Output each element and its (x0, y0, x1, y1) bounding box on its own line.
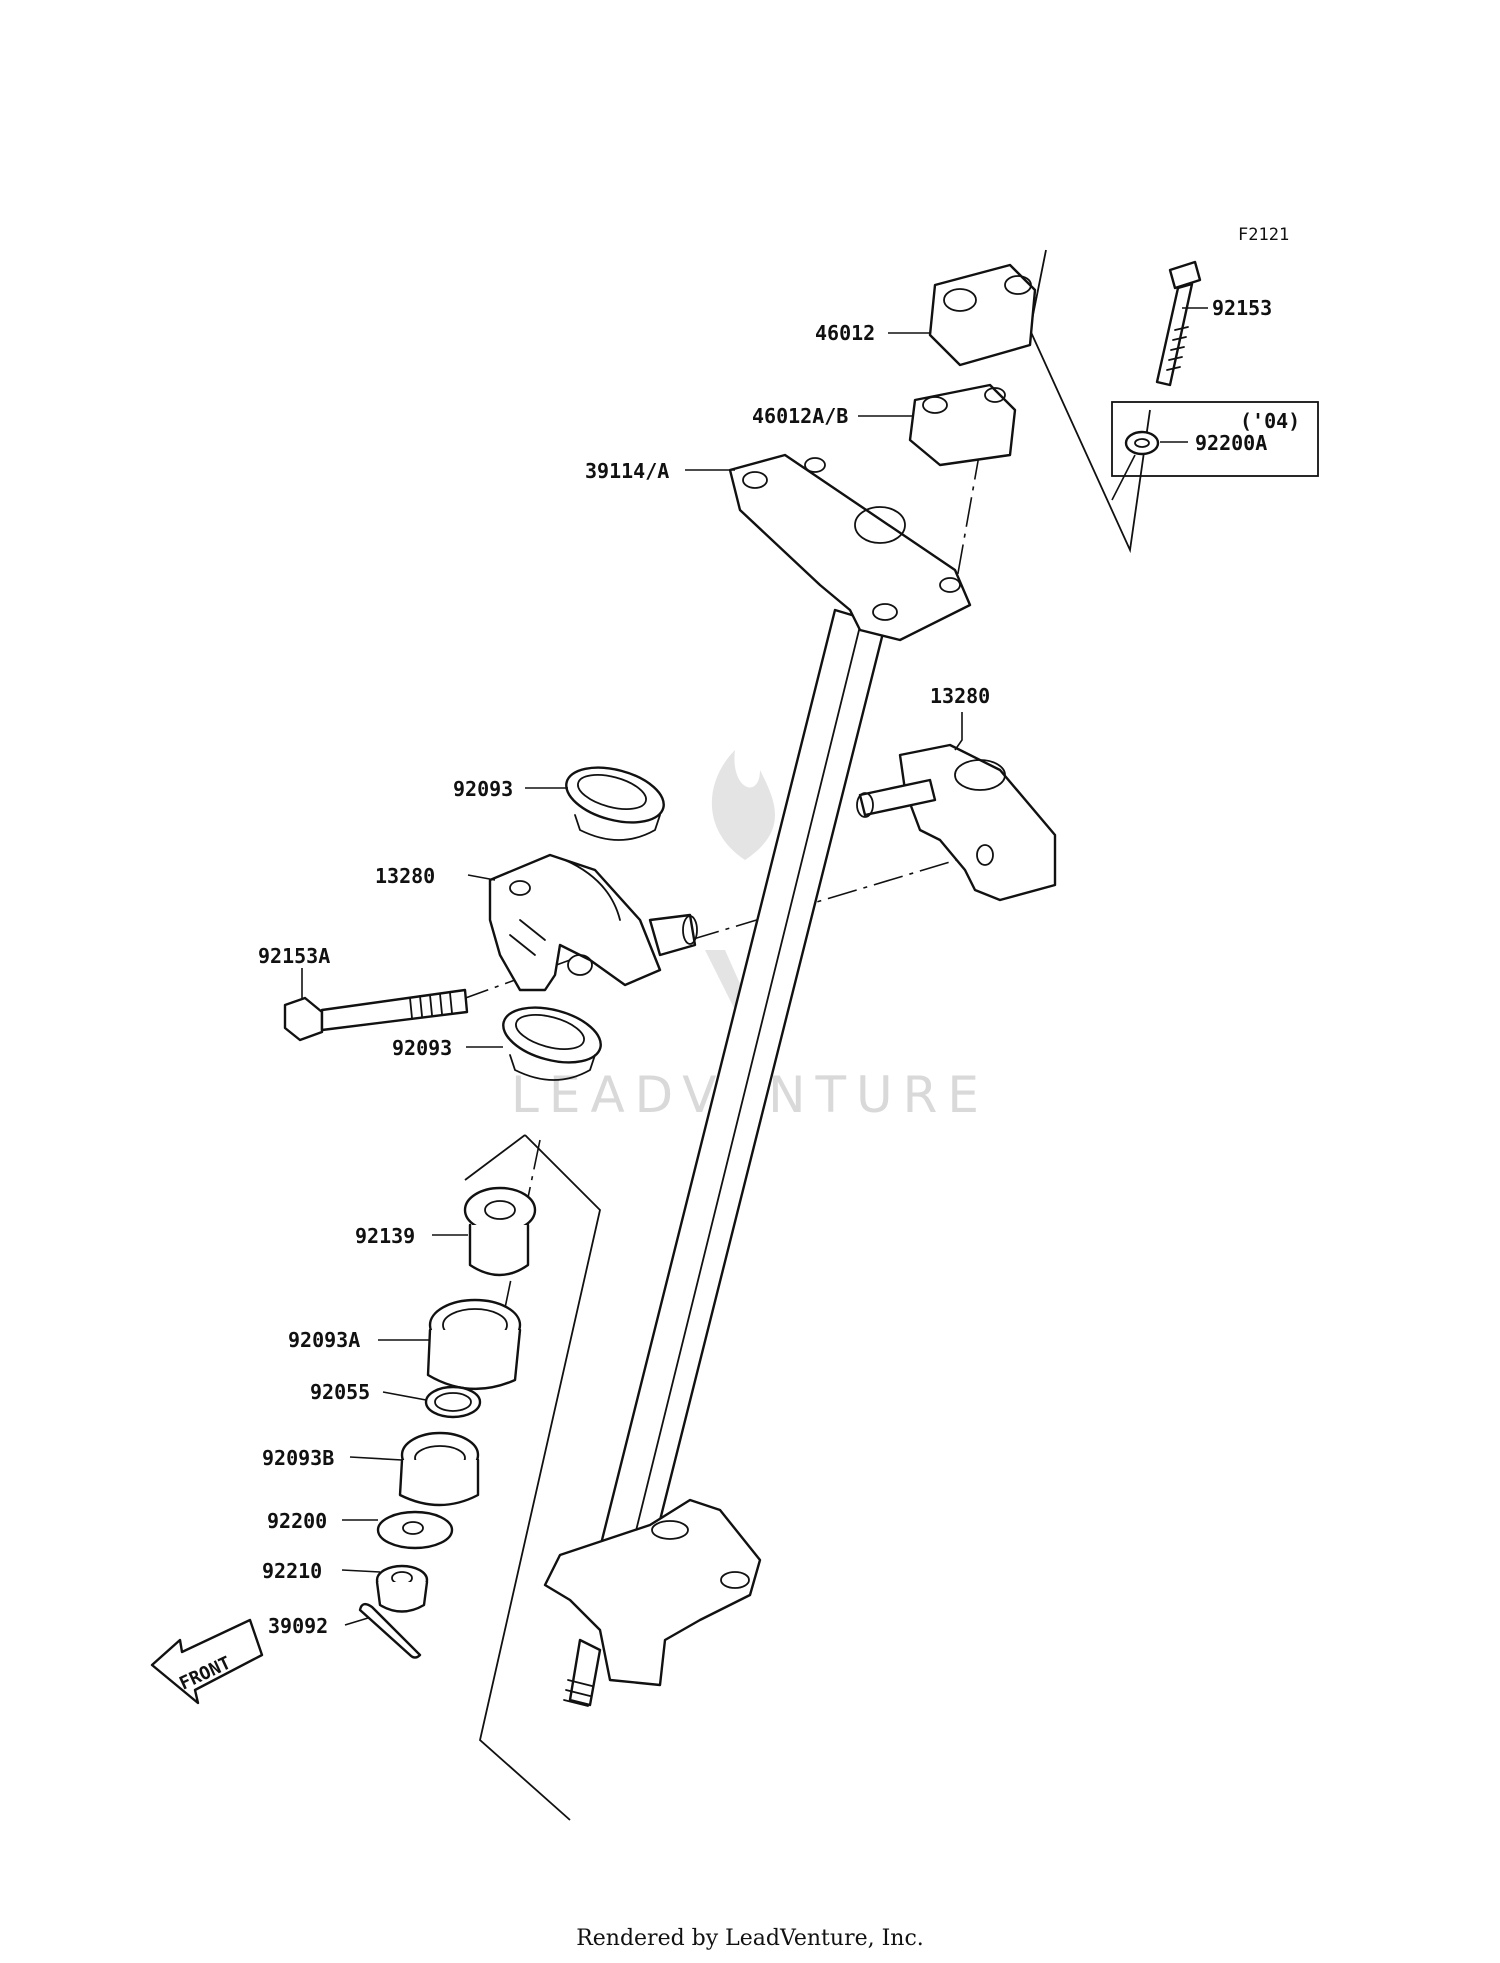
callout-92093-upper[interactable]: 92093 (453, 777, 513, 801)
callout-92093a[interactable]: 92093A (288, 1328, 360, 1352)
callout-92153[interactable]: 92153 (1212, 296, 1272, 320)
callout-92200a[interactable]: 92200A (1195, 431, 1267, 455)
leader-lines (301, 307, 1208, 1626)
callout-13280-right[interactable]: 13280 (930, 684, 990, 708)
callout-13280-left[interactable]: 13280 (375, 864, 435, 888)
callout-92055[interactable]: 92055 (310, 1380, 370, 1404)
front-direction-arrow: FRONT (150, 1618, 264, 1705)
handlebar-holder-lower[interactable] (908, 383, 1017, 467)
footer-credit: Rendered by LeadVenture, Inc. (576, 1926, 924, 1951)
oil-seal[interactable] (426, 1298, 522, 1390)
center-line-holder (954, 449, 981, 591)
handlebar-holder-upper[interactable] (928, 263, 1037, 367)
option-note: ('04) (1240, 409, 1300, 433)
handlebar-bolt[interactable] (1155, 260, 1202, 387)
center-line-pivot (689, 849, 991, 941)
steering-shaft-lower-bracket[interactable] (543, 1498, 762, 1707)
callout-92139[interactable]: 92139 (355, 1224, 415, 1248)
option-box (1111, 401, 1319, 477)
callout-46012ab[interactable]: 46012A/B (752, 404, 848, 428)
break-line-top (1029, 249, 1151, 554)
collar[interactable] (463, 1186, 537, 1277)
callout-46012[interactable]: 46012 (815, 321, 875, 345)
lock-washer[interactable] (1124, 430, 1160, 456)
callout-39092[interactable]: 39092 (268, 1614, 328, 1638)
bushing-upper[interactable] (560, 758, 670, 841)
callout-39114a[interactable]: 39114/A (585, 459, 669, 483)
callout-92153a[interactable]: 92153A (258, 944, 330, 968)
callout-92200[interactable]: 92200 (267, 1509, 327, 1533)
break-line-bottom (479, 1134, 601, 1821)
figure-ref: F2121 (1238, 225, 1289, 245)
shaft-top-plate[interactable] (728, 453, 972, 642)
washer[interactable] (376, 1510, 454, 1550)
callout-92210[interactable]: 92210 (262, 1559, 322, 1583)
bearing-cup[interactable] (398, 1431, 480, 1507)
o-ring[interactable] (424, 1385, 482, 1419)
cotter-pin[interactable] (358, 1602, 422, 1659)
pivot-bolt[interactable] (283, 988, 469, 1042)
callout-92093-lower[interactable]: 92093 (392, 1036, 452, 1060)
callout-labels: 46012 46012A/B 39114/A 92153 92200A 1328… (258, 296, 1272, 1638)
bushing-lower[interactable] (497, 998, 607, 1081)
shaft-holder-left[interactable] (488, 853, 698, 992)
castle-nut[interactable] (375, 1564, 429, 1613)
callout-92093b[interactable]: 92093B (262, 1446, 334, 1470)
shaft-holder-right[interactable] (856, 743, 1057, 902)
